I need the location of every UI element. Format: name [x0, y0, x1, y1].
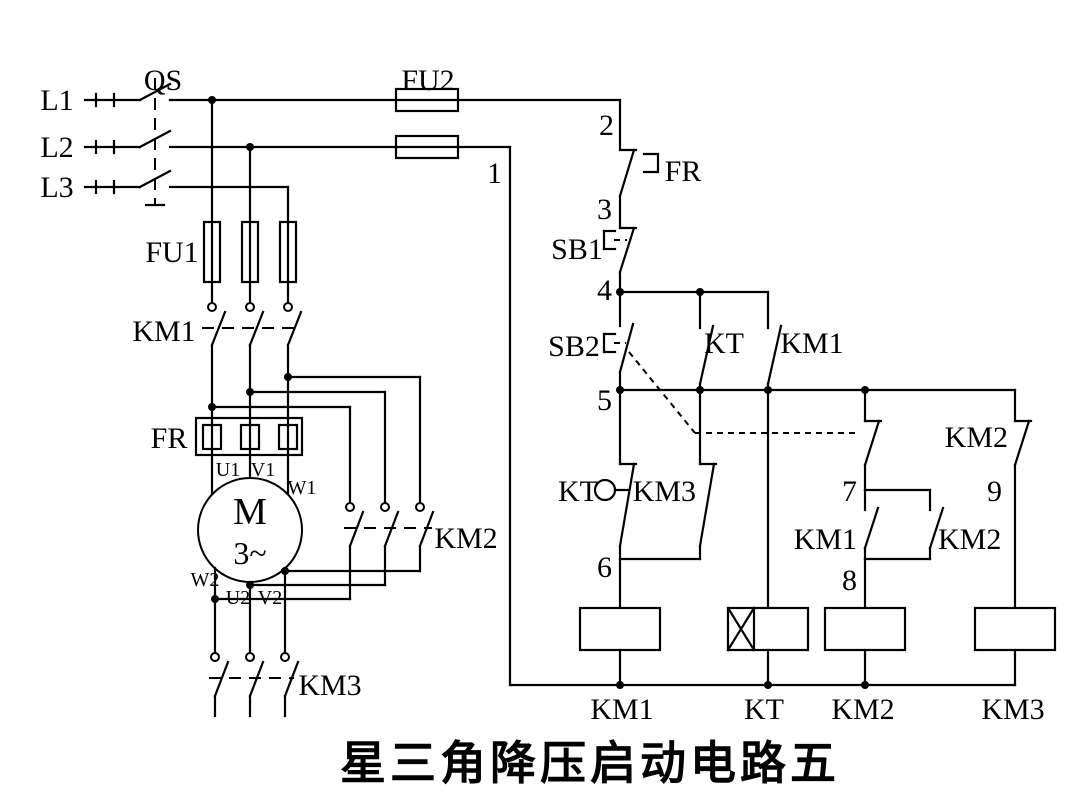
kt-delay-contact: KT: [558, 388, 638, 561]
phase-inputs: L1 L2 L3: [40, 84, 142, 204]
terminal-w1: W1: [288, 477, 317, 499]
coil-km3-label: KM3: [981, 693, 1044, 726]
qs-disconnect-switch: QS: [138, 64, 182, 207]
km3-main-label: KM3: [298, 669, 361, 702]
fu2-control-fuses: FU2: [394, 64, 460, 160]
wire-number-5: 5: [597, 384, 612, 417]
fr-main-label: FR: [151, 422, 188, 455]
fu1-main-fuses: FU1: [145, 98, 298, 305]
wire6-and-km1-coil-lead: 6: [597, 551, 702, 610]
km1-aux-label: KM1: [794, 523, 857, 556]
coil-km2: KM2: [823, 606, 907, 726]
fr-control-contact: FR 3: [597, 148, 702, 230]
sb2-mechanical-link: [628, 351, 855, 434]
wire4-branch: [616, 288, 770, 296]
km2-main-label: KM2: [434, 522, 497, 555]
km1-main-label: KM1: [132, 315, 195, 348]
qs-label: QS: [144, 64, 182, 97]
motor-phase-label: 3~: [233, 535, 266, 571]
coil-kt-label: KT: [744, 693, 784, 726]
sb2-label: SB2: [548, 330, 600, 363]
fu2-label: FU2: [401, 64, 454, 97]
km3-star-contacts: KM3: [209, 652, 362, 718]
wire-number-1: 1: [487, 157, 502, 190]
pole-lines-and-delta-taps: [208, 343, 422, 496]
wire-number-7: 7: [842, 475, 857, 508]
wire-number-9: 9: [987, 475, 1002, 508]
phase-label-l1: L1: [40, 84, 73, 117]
kt-start-label: KT: [704, 327, 744, 360]
km2-interlock-label: KM2: [945, 421, 1008, 454]
kt-start-contact: KT: [698, 290, 744, 392]
motor-bottom-leads: [211, 566, 422, 655]
sb2-linked-nc-contact: [863, 388, 883, 492]
km2-seal-label: KM2: [938, 523, 1001, 556]
fr-thermal-overload: FR: [151, 416, 304, 457]
motor-symbol: M 3~ U1 V1 W1 W2 U2 V2: [191, 459, 317, 609]
km1-seal-contact: KM1: [766, 290, 844, 392]
coil-km1-label: KM1: [590, 693, 653, 726]
wire-number-3: 3: [597, 193, 612, 226]
kt-delay-label: KT: [558, 475, 598, 508]
km1-main-contacts: KM1: [132, 302, 303, 348]
terminal-v1: V1: [251, 459, 275, 481]
terminal-u1: U1: [216, 459, 240, 481]
km3-interlock-contact: KM3: [633, 388, 718, 561]
diagram-title: 星三角降压启动电路五: [340, 737, 840, 789]
wire-number-8: 8: [842, 564, 857, 597]
sb1-stop-button: SB1 4: [551, 226, 638, 307]
sb1-label: SB1: [551, 233, 603, 266]
wire-number-2: 2: [599, 109, 614, 142]
sb2-start-button: SB2: [548, 290, 635, 392]
phase-label-l3: L3: [40, 171, 73, 204]
terminal-w2: W2: [191, 569, 220, 591]
wire5-rail: 5: [597, 384, 1017, 417]
motor-m-label: M: [233, 491, 267, 533]
control-rails: 1 2: [487, 98, 1017, 689]
km2-branch-parallel-contacts: 7 KM1 KM2 8: [794, 475, 1001, 610]
km1-seal-label: KM1: [780, 327, 843, 360]
km3-interlock-label: KM3: [633, 475, 696, 508]
wire-number-4: 4: [597, 274, 612, 307]
km2-delta-contacts: KM2: [344, 375, 498, 601]
fr-control-label: FR: [665, 155, 702, 188]
km2-interlock-contact: KM2 9: [945, 388, 1033, 610]
fu1-label: FU1: [145, 236, 198, 269]
coil-km2-label: KM2: [831, 693, 894, 726]
wire-number-6: 6: [597, 551, 612, 584]
coil-km3: KM3: [973, 606, 1057, 726]
phase-label-l2: L2: [40, 131, 73, 164]
coil-kt: KT: [726, 606, 810, 726]
coil-km1: KM1: [578, 606, 662, 726]
